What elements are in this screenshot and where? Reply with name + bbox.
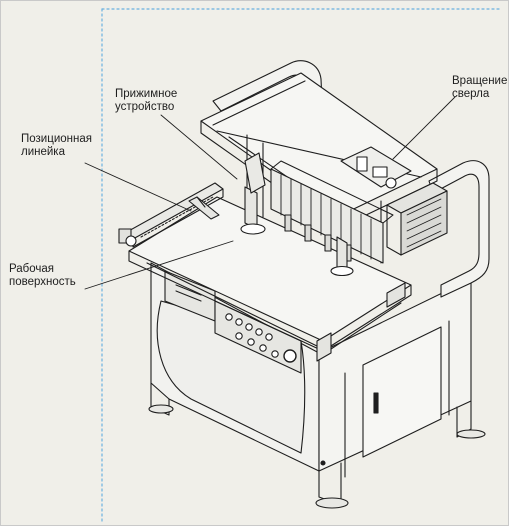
clamp-callout-line2: устройство [115,101,175,113]
leader-lines [84,96,456,290]
positional-ruler [118,182,224,248]
drill-bank [270,160,394,264]
work-surface-callout: Рабочая поверхность [9,263,76,289]
work-surface-callout-line2: поверхность [9,276,76,288]
machine-cabinet [148,262,486,509]
guide-lines [101,8,503,522]
positional-ruler-callout-line2: линейка [21,146,65,158]
clamp-callout: Прижимное устройство [115,88,177,114]
clamp-callout-line1: Прижимное [115,88,178,100]
work-surface-callout-line1: Рабочая [9,263,55,275]
work-table [128,196,412,362]
positional-ruler-callout: Позиционная линейка [21,133,92,159]
clamp-devices [240,152,354,277]
drill-rotation-callout: Вращение сверла [452,75,507,101]
positional-ruler-callout-line1: Позиционная [21,133,92,145]
drill-rotation-callout-line1: Вращение [452,75,508,87]
drill-rotation-callout-line2: сверла [452,88,490,100]
drill-motor [340,146,448,256]
